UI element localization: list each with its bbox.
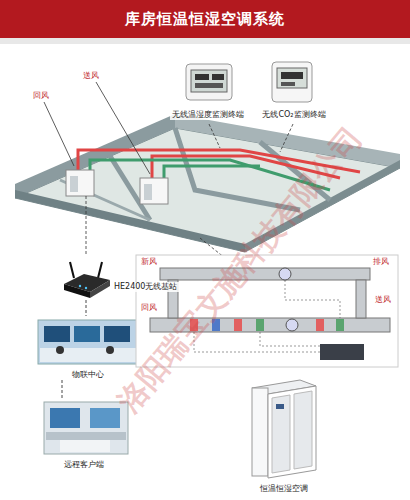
node-caption: HE2400无线基站: [112, 282, 179, 292]
title-bar: [0, 0, 410, 38]
node-caption: 远程客户端: [62, 460, 106, 470]
node-caption: 物联中心: [70, 370, 106, 380]
sensor-terminal: 无线温湿度监测终端: [166, 58, 250, 120]
schematic-label: 送风: [374, 296, 392, 305]
dashed-link: [62, 380, 63, 398]
leader-line: [209, 124, 220, 148]
node-caption: 无线CO₂监测终端: [260, 110, 327, 120]
airflow-label: 回风: [32, 92, 50, 101]
humidity-sensor: [186, 64, 232, 100]
node-caption: 恒温恒湿空调: [258, 484, 310, 494]
leader-line: [44, 102, 74, 166]
co2-sensor: [272, 62, 312, 102]
remote-client-photo: [44, 402, 128, 454]
base-station: HE2400无线基站: [60, 256, 190, 300]
base-station-icon: [64, 262, 110, 298]
sensor-terminal: 无线CO₂监测终端: [252, 58, 336, 120]
airflow-label: 送风: [82, 72, 100, 81]
schematic-label: 新风: [140, 258, 158, 267]
wireless-link: [86, 196, 87, 256]
monitoring-center-photo: [38, 320, 138, 364]
remote-client: 远程客户端: [36, 398, 132, 470]
dashed-link: [86, 300, 87, 316]
ac-unit-image: [252, 380, 316, 478]
title-shadow: [0, 38, 410, 44]
title-text: 库房恒温恒湿空调系统: [0, 0, 410, 38]
schematic-label: 排风: [372, 258, 390, 267]
leader-line: [280, 124, 293, 152]
leader-line: [96, 82, 150, 174]
node-caption: 无线温湿度监测终端: [170, 110, 246, 120]
ac-unit: 恒温恒湿空调: [236, 370, 332, 494]
schematic-label: 回风: [140, 304, 158, 313]
